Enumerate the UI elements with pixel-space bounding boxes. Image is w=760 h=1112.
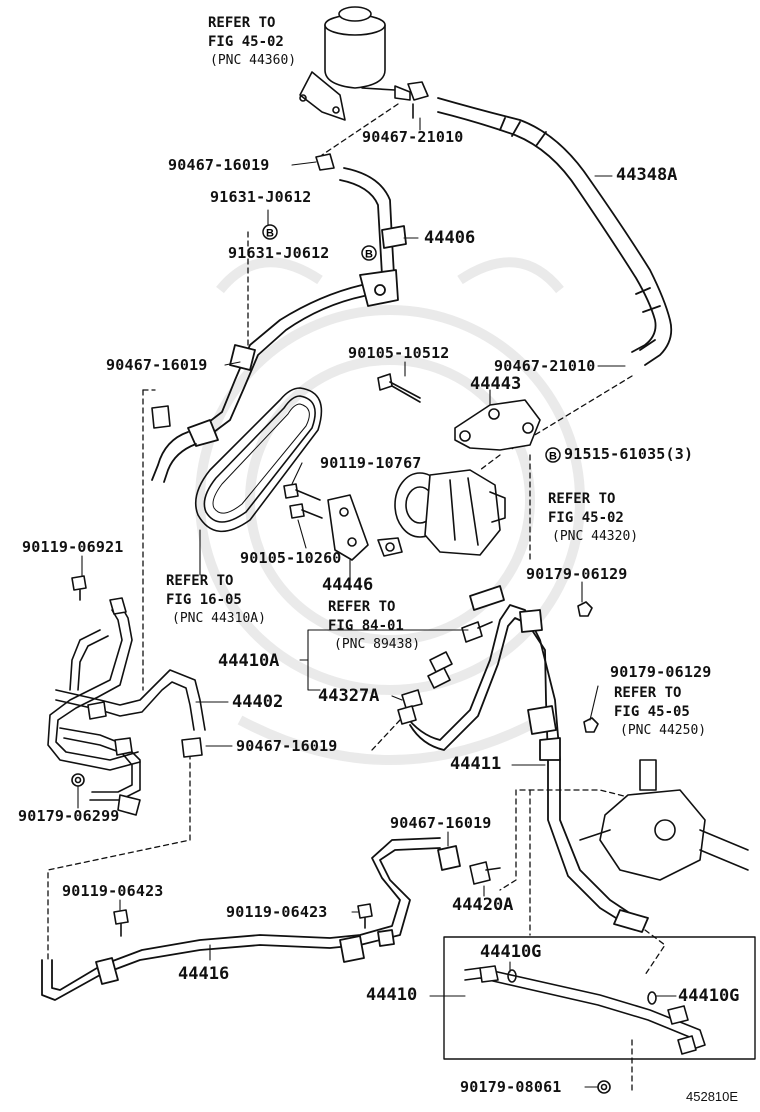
svg-text:B: B [266, 228, 274, 240]
label-90179-06129-b: 90179-06129 [610, 663, 712, 681]
label-90105-10512: 90105-10512 [348, 344, 450, 362]
label-91515-61035: 91515-61035(3) [564, 445, 694, 463]
return-hose-44348a [437, 97, 673, 366]
ref-gear-line2: FIG 45-05 [614, 704, 690, 720]
union-44420a [469, 861, 501, 885]
label-90119-06921: 90119-06921 [22, 538, 124, 556]
suction-pipe [151, 284, 365, 483]
label-44406: 44406 [424, 228, 476, 248]
leader-lines [77, 117, 677, 1088]
ref-reservoir-line2: FIG 45-02 [208, 34, 284, 50]
ref-gear-line1: REFER TO [614, 685, 682, 701]
ref-sensor-line1: REFER TO [328, 599, 396, 615]
label-90179-06129-a: 90179-06129 [526, 565, 628, 583]
ref-reservoir-line1: REFER TO [208, 15, 276, 31]
steering-gear-housing [579, 759, 749, 881]
nut-90179-06129-b [583, 717, 599, 733]
b-marker-2: B [361, 245, 377, 261]
cooler-pipe-assembly [47, 597, 206, 816]
label-44410a: 44410A [218, 651, 280, 671]
label-44420a: 44420A [452, 895, 514, 915]
nut-90179-06299 [71, 773, 85, 787]
label-90467-21010-top: 90467-21010 [362, 128, 464, 146]
label-90119-10767: 90119-10767 [320, 454, 422, 472]
bolt-90119-06423-a [113, 909, 129, 937]
fittings-44327a [397, 651, 453, 725]
label-90467-16019-left: 90467-16019 [106, 356, 208, 374]
svg-text:B: B [365, 249, 373, 261]
ref-pump-line3: (PNC 44320) [552, 529, 639, 544]
label-90467-16019-lower-left: 90467-16019 [236, 737, 338, 755]
bolt-90119-06921 [71, 575, 87, 601]
hose-clamp-top [407, 81, 429, 119]
label-90179-06299: 90179-06299 [18, 807, 120, 825]
svg-text:B: B [549, 451, 557, 463]
ref-belt-line2: FIG 16-05 [166, 592, 242, 608]
ref-sensor-line3: (PNC 89438) [334, 637, 421, 652]
label-44410g-a: 44410G [480, 942, 542, 962]
label-90105-10260: 90105-10260 [240, 549, 342, 567]
bolt-90105-10512 [377, 373, 421, 403]
label-44410g-b: 44410G [678, 986, 740, 1006]
nut-90179-06129-a [577, 601, 593, 617]
ref-belt-line3: (PNC 44310A) [172, 611, 266, 626]
label-44411: 44411 [450, 754, 502, 774]
return-pipe-44416 [41, 837, 461, 1001]
hose-clamp-lower-left [181, 737, 203, 758]
pressure-hose-44411 [404, 585, 649, 933]
label-90467-21010-mid: 90467-21010 [494, 357, 596, 375]
label-44443: 44443 [470, 374, 522, 394]
reservoir-illustration [299, 6, 411, 121]
bracket-44446 [327, 494, 369, 561]
hose-clamp-left [151, 405, 171, 429]
label-90467-16019-lower: 90467-16019 [390, 814, 492, 832]
diagram-code: 452810E [686, 1089, 739, 1104]
ref-belt-line1: REFER TO [166, 573, 234, 589]
b-marker-1: B [262, 224, 278, 240]
label-91631-j0612-a: 91631-J0612 [210, 188, 312, 206]
label-90467-16019-top: 90467-16019 [168, 156, 270, 174]
label-44416: 44416 [178, 964, 230, 984]
ref-gear-line3: (PNC 44250) [620, 723, 707, 738]
pressure-sensor-fitting [461, 621, 493, 643]
ref-pump-line1: REFER TO [548, 491, 616, 507]
hose-clamp-upper [315, 153, 335, 171]
b-marker-3: B [545, 447, 561, 463]
label-44327a: 44327A [318, 686, 380, 706]
label-44410: 44410 [366, 985, 418, 1005]
label-44402: 44402 [232, 692, 284, 712]
label-91631-j0612-b: 91631-J0612 [228, 244, 330, 262]
power-steering-pump [377, 469, 506, 557]
label-44446: 44446 [322, 575, 374, 595]
bolt-90119-06423-b [357, 903, 373, 929]
label-90119-06423-a: 90119-06423 [62, 882, 164, 900]
ref-sensor-line2: FIG 84-01 [328, 618, 404, 634]
drive-belt [194, 387, 323, 533]
bolts-pump-mount [283, 483, 323, 519]
suction-hose-44406 [339, 167, 407, 307]
ref-reservoir-line3: (PNC 44360) [210, 53, 297, 68]
nut-90179-08061 [597, 1080, 611, 1094]
label-44348a: 44348A [616, 165, 678, 185]
inset-box-44410 [443, 936, 756, 1060]
pump-bracket-44443 [454, 399, 541, 451]
label-90119-06423-b: 90119-06423 [226, 903, 328, 921]
ref-pump-line2: FIG 45-02 [548, 510, 624, 526]
label-90179-08061: 90179-08061 [460, 1078, 562, 1096]
